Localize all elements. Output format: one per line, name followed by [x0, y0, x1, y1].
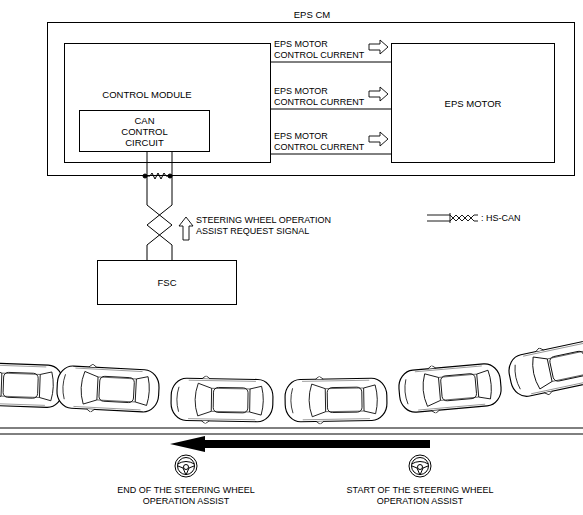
car	[171, 375, 274, 425]
node-label: EPS CM	[294, 9, 330, 20]
car	[56, 362, 160, 415]
legend-label: : HS-CAN	[481, 213, 521, 224]
motor-box: EPS MOTOR	[391, 43, 555, 163]
hs-can-symbol	[427, 213, 478, 223]
current-arrow	[369, 40, 388, 146]
node-label: CAN CONTROL CIRCUIT	[115, 115, 175, 148]
hs-can-wire	[147, 152, 172, 260]
control-module-box: CONTROL MODULE CAN CONTROL CIRCUIT	[64, 43, 271, 163]
car	[397, 360, 503, 417]
car	[505, 334, 583, 402]
can-circuit-box: CAN CONTROL CIRCUIT	[79, 110, 210, 152]
terminating-resistor	[143, 173, 172, 179]
car	[285, 375, 388, 425]
current-wire	[271, 109, 391, 110]
road-line	[0, 434, 583, 435]
direction-arrow	[170, 436, 430, 452]
road-line	[0, 428, 583, 429]
fsc-box: FSC	[97, 260, 237, 305]
signal-label: STEERING WHEEL OPERATION ASSIST REQUEST …	[196, 215, 354, 236]
signal-label: EPS MOTOR CONTROL CURRENT	[274, 39, 371, 60]
node-label: CONTROL MODULE	[102, 89, 191, 100]
node-label: EPS MOTOR	[445, 98, 502, 109]
current-wire	[271, 62, 391, 63]
signal-label: EPS MOTOR CONTROL CURRENT	[274, 86, 371, 107]
steering-wheel-icon	[409, 455, 431, 477]
car	[0, 359, 64, 411]
node-label: FSC	[158, 277, 177, 288]
note-label: END OF THE STEERING WHEEL OPERATION ASSI…	[111, 485, 261, 507]
steering-wheel-icon	[175, 455, 197, 477]
signal-arrow	[179, 217, 193, 240]
note-label: START OF THE STEERING WHEEL OPERATION AS…	[345, 485, 495, 507]
signal-label: EPS MOTOR CONTROL CURRENT	[274, 131, 371, 152]
current-wire	[271, 154, 391, 155]
